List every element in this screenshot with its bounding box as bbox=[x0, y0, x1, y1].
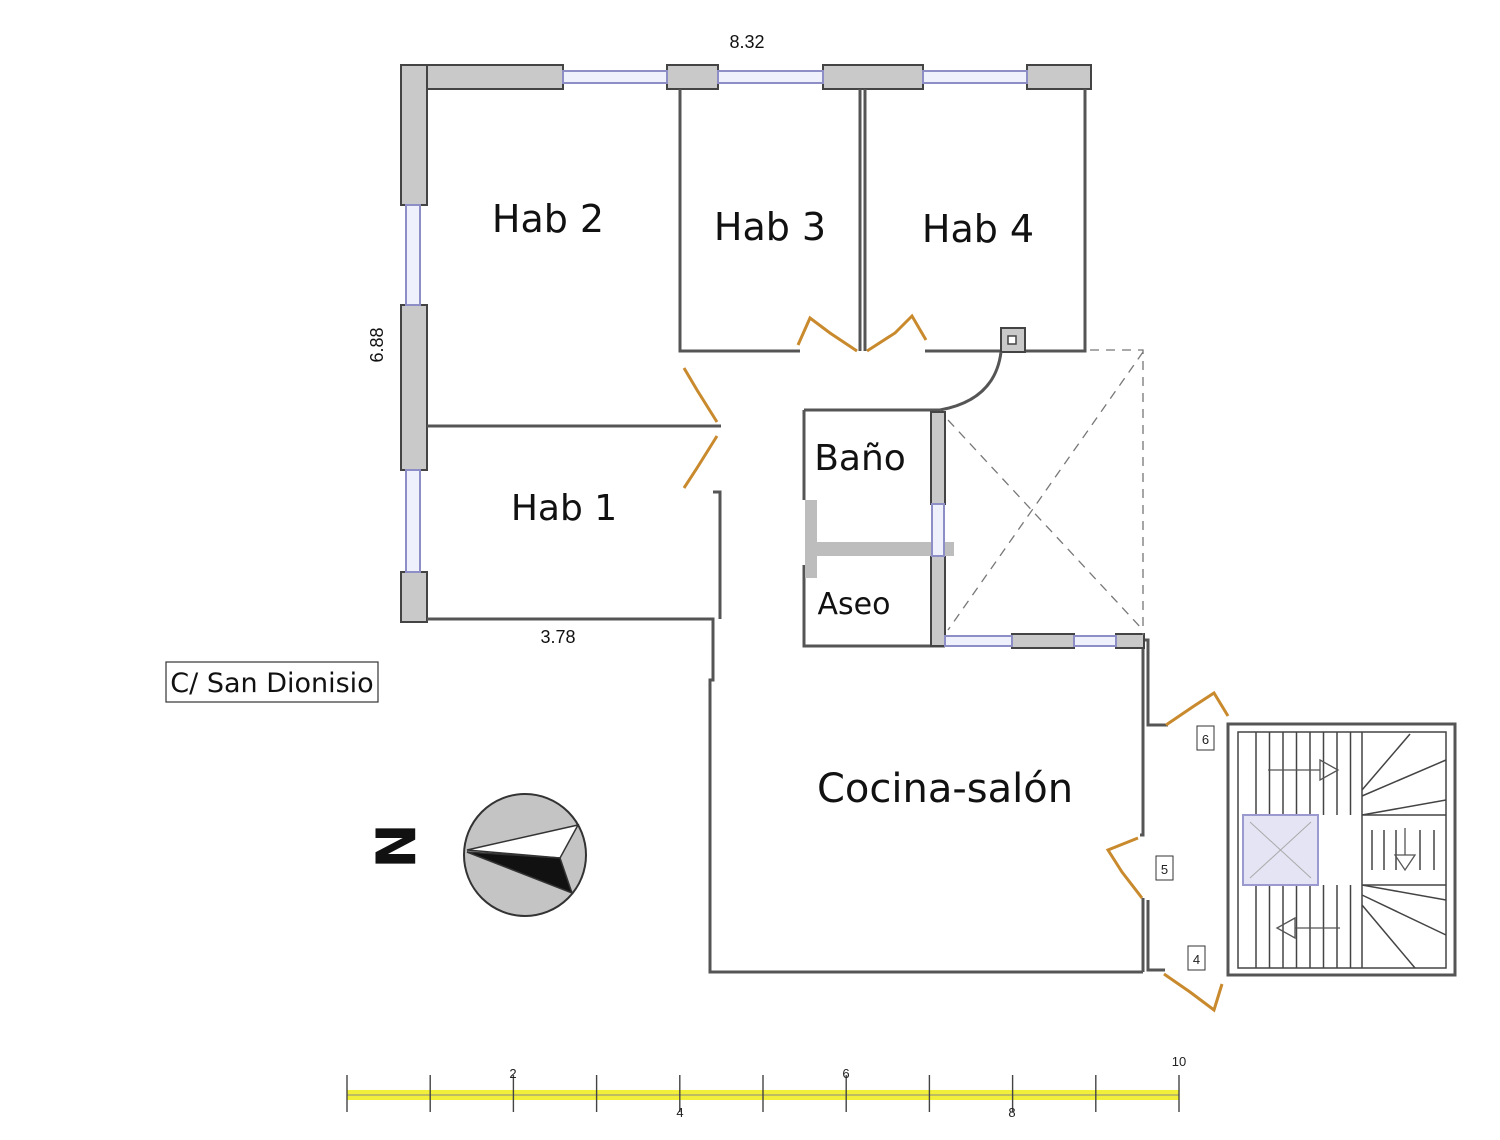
stair-arrow-top-head bbox=[1319, 758, 1340, 782]
compass-needle-north bbox=[466, 823, 580, 859]
wall-landing-1 bbox=[1143, 638, 1168, 727]
door-4 bbox=[1163, 972, 1224, 1013]
stair-number-4: 4 bbox=[1187, 945, 1206, 971]
dimension-top: 8.32 bbox=[729, 32, 764, 52]
wall-kitchen-top-1 bbox=[1011, 633, 1075, 649]
room-label-hab1: Hab 1 bbox=[511, 488, 617, 529]
wall-top-2 bbox=[666, 64, 719, 90]
walls bbox=[400, 64, 1168, 974]
scale-bar: 2 4 6 8 10 bbox=[346, 1054, 1186, 1120]
dimension-left: 6.88 bbox=[367, 327, 387, 362]
winder-5 bbox=[1361, 894, 1447, 936]
wall-bath-right-1 bbox=[930, 411, 946, 505]
windows bbox=[405, 70, 1117, 647]
winder-2 bbox=[1361, 759, 1447, 797]
stair-number-6: 6 bbox=[1196, 725, 1215, 751]
scale-ticks bbox=[346, 1075, 1180, 1112]
stair-arrows bbox=[1268, 758, 1417, 940]
compass-icon bbox=[463, 793, 587, 917]
wall-curve bbox=[939, 351, 1003, 412]
room-label-cocina: Cocina-salón bbox=[817, 766, 1073, 812]
window-bath bbox=[931, 503, 945, 557]
window-hab4 bbox=[922, 70, 1028, 84]
wall-kitchen-top-2 bbox=[1115, 633, 1145, 649]
wall-kitchen-right-1 bbox=[1140, 640, 1145, 837]
stair-number-4-text: 4 bbox=[1193, 952, 1200, 967]
scale-label-2: 2 bbox=[509, 1066, 516, 1081]
void-edge bbox=[1090, 349, 1144, 635]
scale-label-8: 8 bbox=[1008, 1105, 1015, 1120]
street-label: C/ San Dionisio bbox=[170, 668, 373, 699]
window-hab2-left bbox=[405, 204, 421, 306]
north-label: N bbox=[362, 823, 425, 868]
room-label-bano: Baño bbox=[814, 438, 906, 479]
stair-arrow-down-head bbox=[1393, 854, 1417, 872]
wall-left-2 bbox=[400, 304, 428, 471]
stair-number-5-text: 5 bbox=[1161, 862, 1168, 877]
dimension-hab1: 3.78 bbox=[540, 627, 575, 647]
stair-inner bbox=[1237, 731, 1447, 969]
void-diagonal-2 bbox=[947, 351, 1144, 631]
window-kitchen-1 bbox=[944, 635, 1013, 647]
compass-needle-south bbox=[466, 851, 574, 895]
door-hab1 bbox=[682, 435, 719, 489]
winder-6 bbox=[1361, 904, 1416, 969]
stair-arrow-bottom-head bbox=[1275, 916, 1296, 940]
room-label-hab3: Hab 3 bbox=[714, 205, 826, 249]
bath-partition-v bbox=[805, 500, 817, 578]
column-core bbox=[1007, 335, 1017, 345]
door-hab4 bbox=[866, 313, 928, 353]
stair-number-5-box bbox=[1155, 855, 1174, 881]
stair-number-6-text: 6 bbox=[1202, 732, 1209, 747]
winder-4 bbox=[1361, 884, 1447, 901]
window-kitchen-2 bbox=[1073, 635, 1117, 647]
wall-left-3 bbox=[400, 571, 428, 623]
room-label-hab2: Hab 2 bbox=[492, 197, 604, 241]
patio-void bbox=[947, 349, 1144, 635]
doors bbox=[682, 313, 1230, 1013]
scale-label-4: 4 bbox=[676, 1105, 683, 1120]
winder-3 bbox=[1361, 799, 1447, 816]
elevator-diagonal-2 bbox=[1249, 821, 1312, 879]
wall-lower bbox=[427, 617, 1143, 974]
wall-landing-2 bbox=[1146, 900, 1165, 972]
wall-bath-right-2 bbox=[930, 555, 946, 647]
stair-steps-bottom bbox=[1255, 885, 1352, 968]
door-hab2 bbox=[682, 367, 719, 423]
stair-number-5: 5 bbox=[1155, 855, 1174, 881]
room-label-hab4: Hab 4 bbox=[922, 207, 1034, 251]
void-diagonal-1 bbox=[947, 419, 1144, 631]
wall-hab4-right bbox=[1025, 89, 1087, 353]
window-hab2 bbox=[562, 70, 668, 84]
wall-hab3-left bbox=[678, 89, 720, 353]
street-label-box bbox=[165, 661, 379, 703]
stair-steps-top bbox=[1255, 732, 1352, 815]
scale-label-6: 6 bbox=[842, 1066, 849, 1081]
wall-top-3 bbox=[822, 64, 924, 90]
stair-outer bbox=[1226, 722, 1457, 977]
stair-number-4-box bbox=[1187, 945, 1206, 971]
window-hab1-left bbox=[405, 469, 421, 573]
stair-number-6-box bbox=[1196, 725, 1215, 751]
room-label-aseo: Aseo bbox=[818, 587, 891, 622]
wall-left-1 bbox=[400, 64, 428, 206]
wall-top-4 bbox=[1026, 64, 1092, 90]
bath-partition bbox=[810, 542, 954, 556]
scale-label-10: 10 bbox=[1172, 1054, 1186, 1069]
door-5 bbox=[1105, 836, 1144, 899]
door-6 bbox=[1165, 690, 1230, 727]
wall-hab1-right bbox=[713, 490, 722, 619]
window-hab3 bbox=[717, 70, 824, 84]
winder-1 bbox=[1361, 733, 1411, 791]
staircase bbox=[1226, 722, 1457, 977]
wall-aseo-bottom bbox=[802, 565, 945, 648]
door-hab3 bbox=[796, 315, 858, 353]
